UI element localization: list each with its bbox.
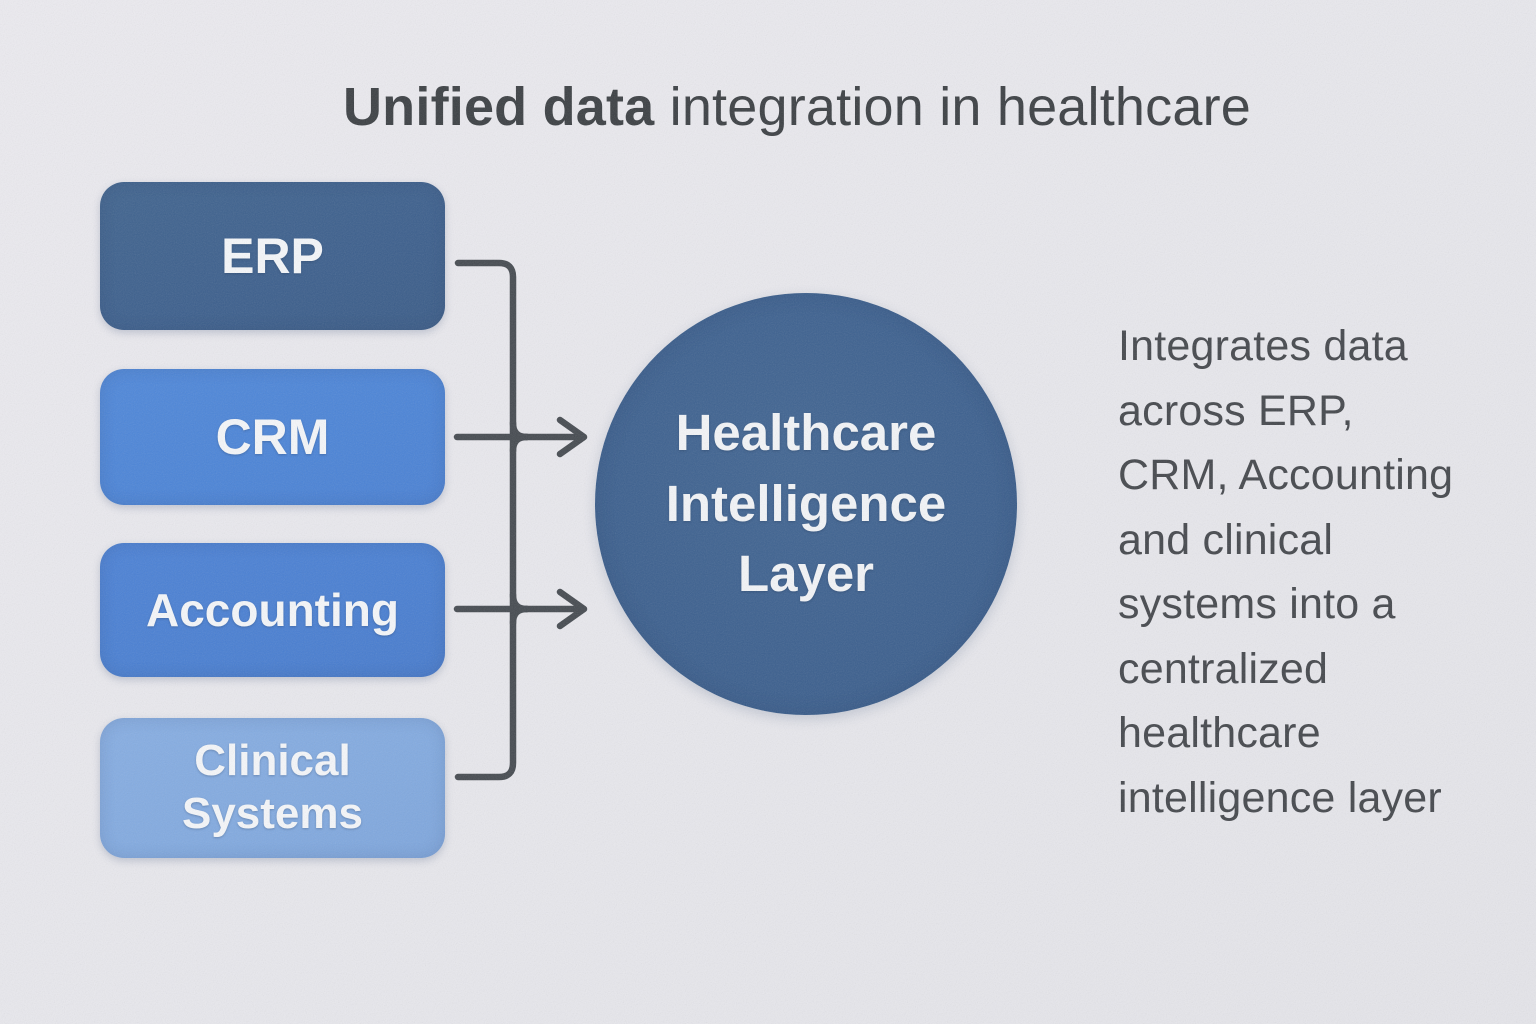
- page-title-bold: Unified data: [342, 77, 655, 137]
- source-box-erp-label: ERP: [221, 228, 324, 284]
- connector-fillet: [509, 591, 531, 613]
- source-box-clinical-label: Clinical Systems: [181, 736, 363, 838]
- connector-fillet: [509, 605, 531, 627]
- hub-circle-label: Healthcare Intelligence Layer: [665, 404, 947, 603]
- page-title-rest: integration in healthcare: [654, 77, 1252, 137]
- hub-circle: Healthcare Intelligence Layer: [595, 293, 1017, 715]
- page-title: Unified data integration in healthcare: [0, 76, 1536, 138]
- source-box-crm: CRM: [100, 369, 445, 505]
- source-box-clinical: Clinical Systems: [100, 718, 445, 858]
- connector-fillet: [509, 433, 531, 455]
- source-box-accounting: Accounting: [100, 543, 445, 677]
- description-text: Integrates data across ERP, CRM, Account…: [1118, 322, 1454, 822]
- source-box-erp: ERP: [100, 182, 445, 330]
- connector-trunk: [454, 259, 517, 781]
- source-box-accounting-label: Accounting: [146, 584, 399, 636]
- connector-crm-arrowhead-icon: [556, 416, 588, 458]
- connector-accounting-arrowhead-icon: [556, 588, 588, 630]
- source-box-crm-label: CRM: [215, 409, 330, 465]
- connector-fillet: [509, 419, 531, 441]
